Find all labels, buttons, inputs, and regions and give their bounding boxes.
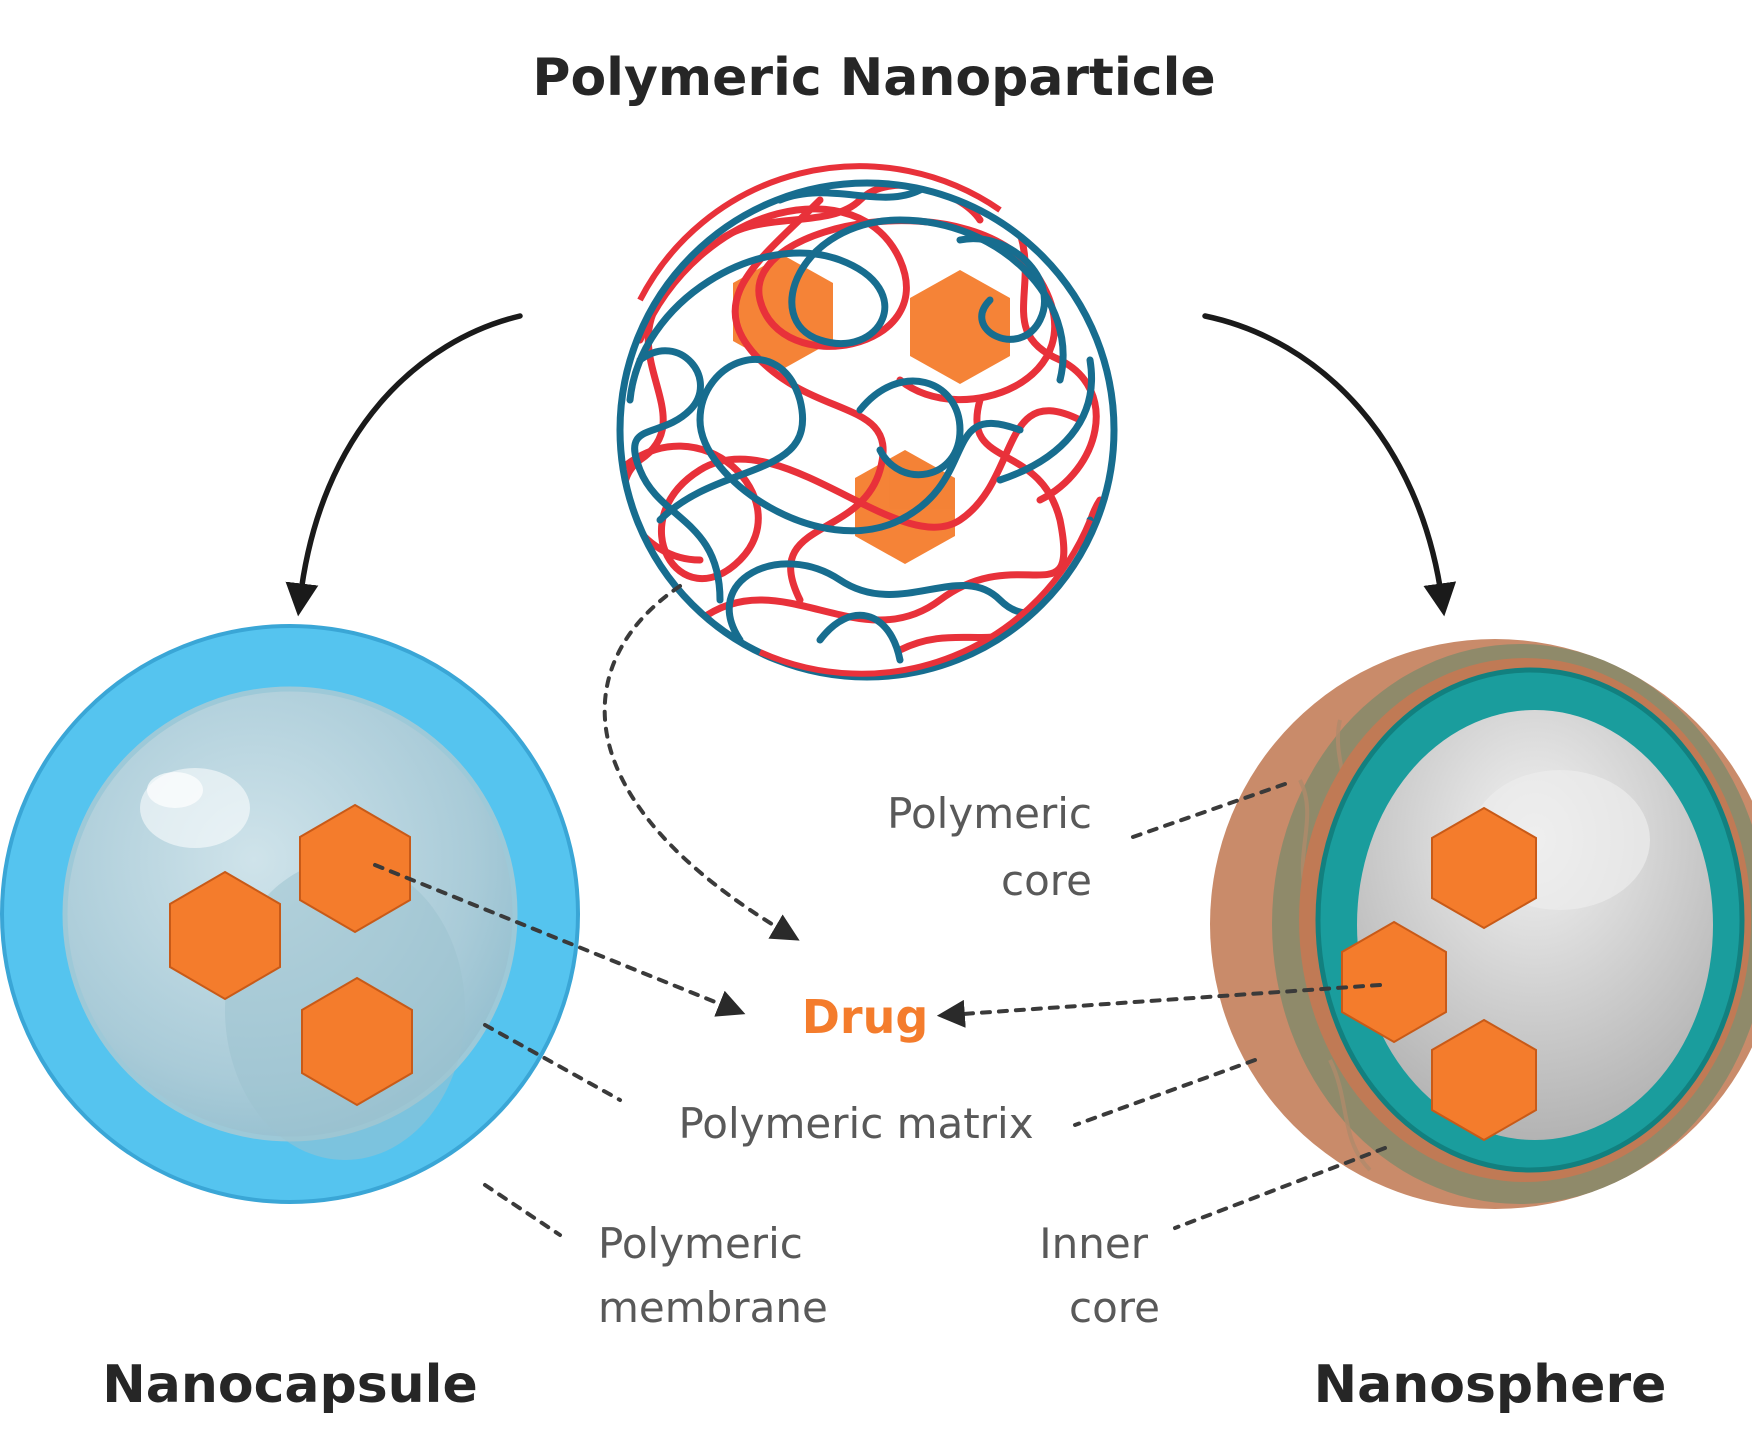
label-polymeric-membrane-line2: membrane [598, 1283, 828, 1332]
title-polymeric-nanoparticle: Polymeric Nanoparticle [532, 48, 1215, 108]
arrow-to-nanosphere [1202, 313, 1457, 617]
nanosphere [1210, 639, 1752, 1209]
capsule-drug-hexagons [169, 803, 413, 1107]
label-inner-core-line2: core [1069, 1283, 1160, 1332]
sphere-drug-hexagons [1341, 806, 1537, 1142]
nanocapsule [0, 624, 580, 1204]
leader-lines [373, 584, 1387, 1237]
label-polymeric-core-line1: Polymeric [887, 789, 1092, 838]
label-polymeric-membrane-line1: Polymeric [598, 1219, 803, 1268]
title-nanocapsule: Nanocapsule [102, 1355, 478, 1415]
label-drug: Drug [802, 990, 929, 1044]
title-nanosphere: Nanosphere [1314, 1355, 1667, 1415]
label-inner-core-line1: Inner [1039, 1219, 1148, 1268]
label-polymeric-core-line2: core [1001, 856, 1092, 905]
label-polymeric-matrix: Polymeric matrix [678, 1099, 1033, 1148]
polymeric-nanoparticle-ball [616, 163, 1118, 681]
arrow-to-nanocapsule [285, 313, 523, 617]
